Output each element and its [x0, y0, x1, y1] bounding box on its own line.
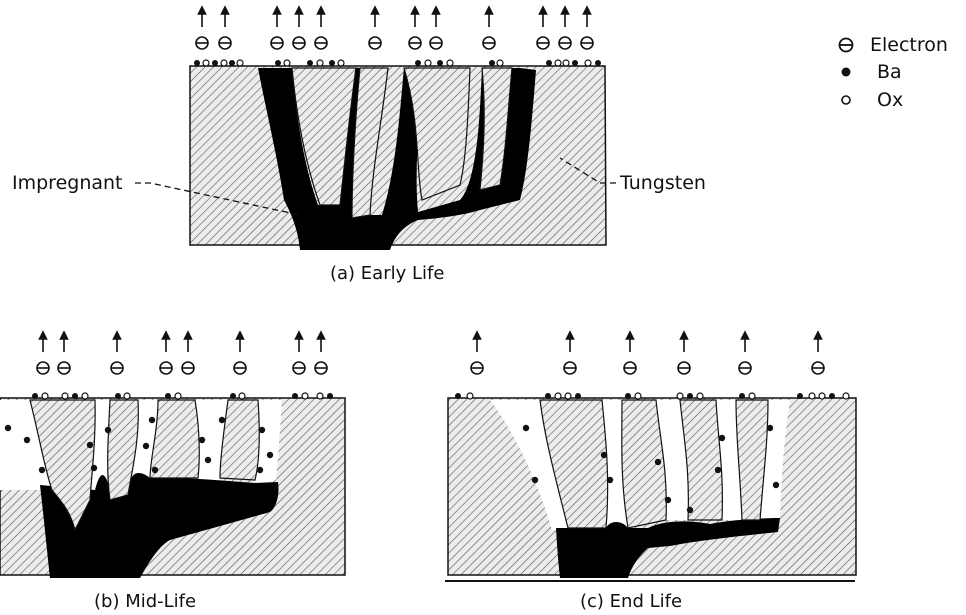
electron-icon [234, 335, 246, 374]
emitted-electrons-b [37, 335, 327, 374]
electron-icon [196, 10, 208, 49]
legend-ox-label: Ox [877, 89, 903, 111]
legend: Electron Ba Ox [840, 34, 948, 111]
electron-icon [471, 335, 483, 374]
electron-icon [409, 10, 421, 49]
panel-mid-life: (b) Mid-Life [0, 335, 345, 612]
panel-c-caption: (c) End Life [580, 591, 682, 612]
impregnant-label: Impregnant [12, 172, 123, 194]
electron-icon [111, 335, 123, 374]
electron-icon [58, 335, 70, 374]
electron-icon [271, 10, 283, 49]
panel-end-life: (c) End Life [445, 335, 856, 612]
electron-icon [293, 335, 305, 374]
emitted-electrons-c [471, 335, 824, 374]
electron-icon [537, 10, 549, 49]
electron-icon [739, 335, 751, 374]
panel-a-caption: (a) Early Life [330, 263, 444, 284]
electron-icon [483, 10, 495, 49]
electron-icon [564, 335, 576, 374]
electron-icon [559, 10, 571, 49]
electron-icon [315, 335, 327, 374]
electron-icon [37, 335, 49, 374]
electron-icon [624, 335, 636, 374]
electron-icon [182, 335, 194, 374]
electron-icon [369, 10, 381, 49]
electron-icon [581, 10, 593, 49]
emitted-electrons-a [196, 10, 593, 49]
legend-ba-label: Ba [877, 61, 902, 83]
legend-electron: Electron [840, 34, 948, 56]
legend-ba: Ba [842, 61, 902, 83]
electron-icon [840, 39, 853, 52]
electron-icon [293, 10, 305, 49]
electron-icon [219, 10, 231, 49]
panel-b-caption: (b) Mid-Life [94, 591, 196, 612]
legend-ox: Ox [842, 89, 903, 111]
electron-icon [160, 335, 172, 374]
electron-icon [678, 335, 690, 374]
panel-early-life: Impregnant Tungsten (a) Early Life [12, 10, 706, 284]
legend-electron-label: Electron [870, 34, 948, 56]
tungsten-label: Tungsten [619, 172, 706, 194]
ox-atom-icon [842, 96, 850, 104]
ba-atom-icon [842, 68, 851, 77]
surface-atoms-a [194, 60, 601, 66]
electron-icon [812, 335, 824, 374]
electron-icon [430, 10, 442, 49]
electron-icon [315, 10, 327, 49]
